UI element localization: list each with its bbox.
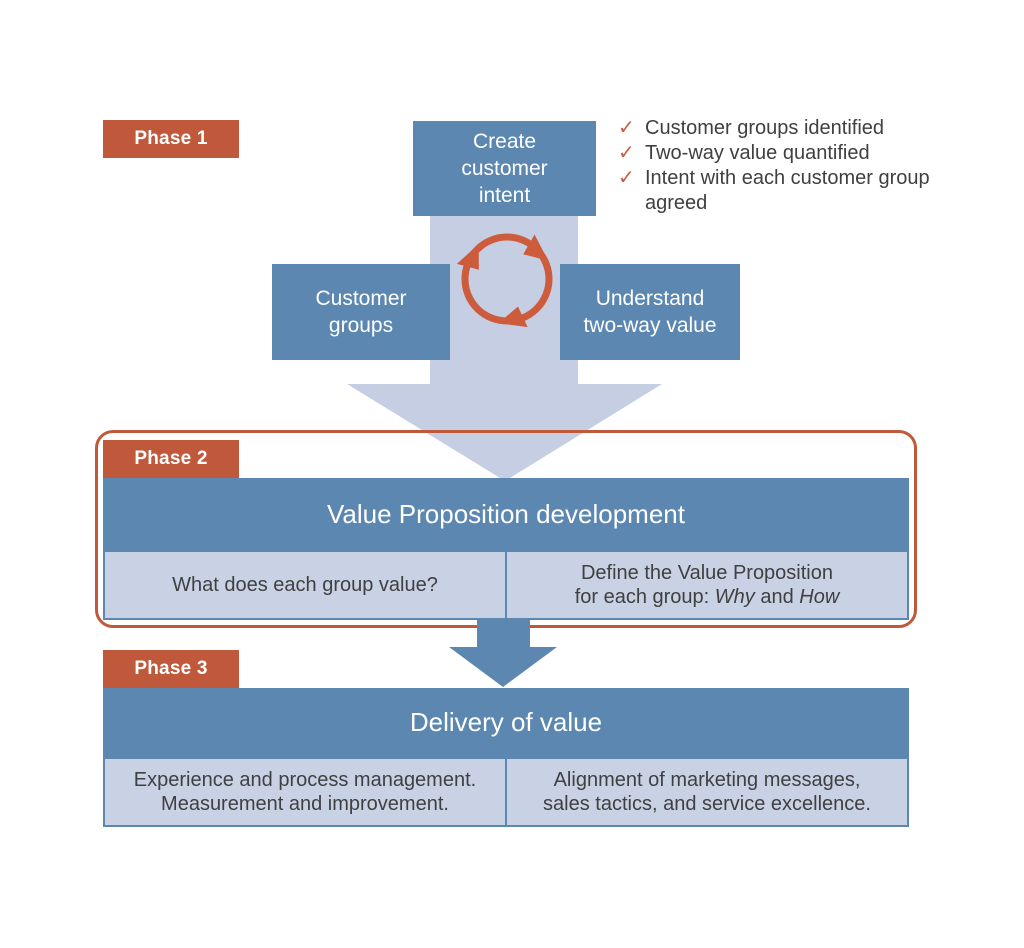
check-icon: ✓	[618, 142, 635, 164]
phase-2-panel: Phase 2 Value Proposition development Wh…	[95, 430, 917, 628]
phase-3-left-line-2: Measurement and improvement.	[161, 793, 449, 815]
intent-line-3: intent	[478, 184, 531, 207]
phase-3-badge: Phase 3	[103, 650, 239, 688]
customer-groups-line-2: groups	[328, 314, 394, 337]
cell-alignment-marketing-messages: Alignment of marketing messages, sales t…	[507, 757, 909, 827]
cell-experience-process-management: Experience and process management. Measu…	[103, 757, 507, 827]
understand-two-way-value-box: Understand two-way value	[560, 264, 740, 360]
phase-1-badge: Phase 1	[103, 120, 239, 158]
define-vp-line-1: Define the Value Proposition	[580, 562, 833, 584]
phase-3-right-line-1: Alignment of marketing messages,	[553, 769, 861, 791]
phase-3-right-line-2: sales tactics, and service excellence.	[543, 793, 871, 815]
define-vp-how: How	[799, 586, 840, 608]
cycle-arrows-icon	[456, 233, 553, 328]
phase-1-checklist: ✓ Customer groups identified ✓ Two-way v…	[618, 116, 930, 216]
define-vp-and: and	[754, 586, 800, 608]
checklist-item-label: Customer groups identified	[645, 117, 885, 139]
cell-what-does-each-group-value: What does each group value?	[103, 550, 507, 620]
phase-2-header-label: Value Proposition development	[327, 498, 685, 529]
phase-2-badge: Phase 2	[103, 440, 239, 478]
checklist-item: ✓ Customer groups identified	[618, 116, 930, 141]
check-icon: ✓	[618, 117, 635, 139]
phase-3-header-label: Delivery of value	[409, 707, 603, 737]
value-proposition-development-header: Value Proposition development	[103, 478, 909, 550]
delivery-of-value-header: Delivery of value	[103, 688, 909, 757]
checklist-item-label: Intent with each customer group agreed	[645, 167, 930, 214]
define-vp-line-2: for each group: Why and How	[575, 585, 840, 609]
define-vp-why: Why	[714, 586, 755, 608]
cell-define-value-proposition: Define the Value Proposition for each gr…	[507, 550, 909, 620]
phase-2-left-cell-label: What does each group value?	[172, 574, 438, 596]
customer-groups-line-1: Customer	[315, 287, 407, 310]
two-way-value-line-2: two-way value	[583, 314, 717, 337]
intent-line-1: Create	[472, 130, 537, 153]
check-icon: ✓	[618, 167, 635, 189]
phase-2-badge-label: Phase 2	[134, 448, 208, 469]
define-vp-prefix: for each group:	[574, 586, 715, 608]
phase-2-cells: What does each group value? Define the V…	[103, 550, 909, 620]
checklist-item-label: Two-way value quantified	[645, 142, 870, 164]
checklist-item: ✓ Two-way value quantified	[618, 141, 930, 166]
phase-1-badge-label: Phase 1	[134, 128, 208, 149]
phase-3-left-line-1: Experience and process management.	[133, 769, 477, 791]
intent-line-2: customer	[461, 157, 548, 180]
customer-groups-box: Customer groups	[272, 264, 450, 360]
phase-3-cells: Experience and process management. Measu…	[103, 757, 909, 827]
create-customer-intent-box: Create customer intent	[413, 121, 596, 216]
checklist-item: ✓ Intent with each customer group agreed	[618, 166, 930, 216]
phase-3-badge-label: Phase 3	[134, 658, 208, 679]
two-way-value-line-1: Understand	[595, 287, 705, 310]
